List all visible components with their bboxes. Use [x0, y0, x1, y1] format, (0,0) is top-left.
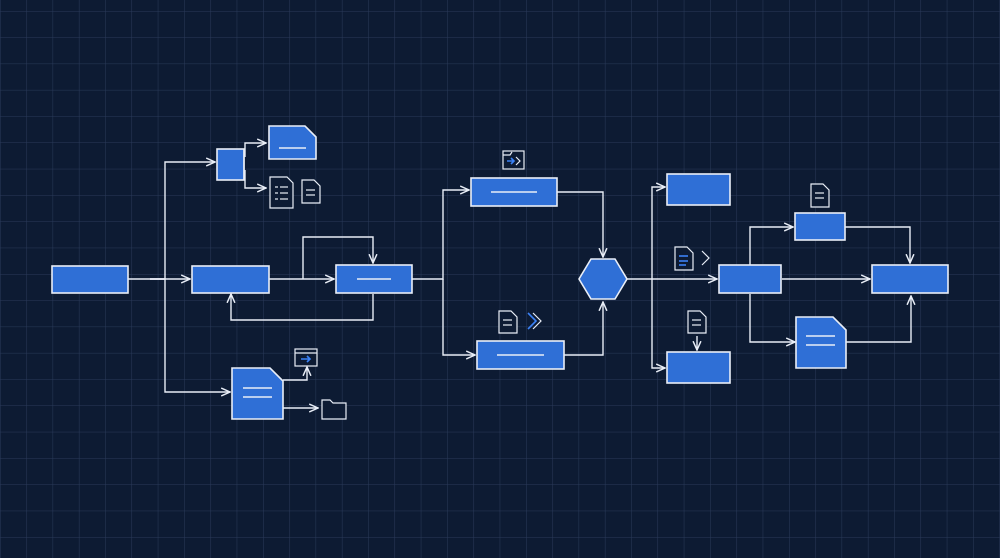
connector: [442, 279, 475, 355]
top-right-small-node[interactable]: [794, 212, 846, 241]
stacked-card-node[interactable]: [216, 148, 245, 181]
connector: [651, 279, 665, 368]
connector: [412, 190, 469, 280]
connector: [651, 187, 665, 279]
connector: [749, 227, 793, 265]
hexagon-merge-node[interactable]: [578, 258, 628, 300]
right-split-node[interactable]: [718, 264, 782, 294]
chevron-right-icon: [527, 312, 542, 330]
connector: [846, 296, 911, 343]
document-text-icon: [498, 310, 518, 334]
loop-process-node[interactable]: [335, 264, 413, 294]
connectors: [128, 143, 911, 408]
upper-doc-node[interactable]: [268, 125, 317, 160]
document-text-icon: [810, 183, 830, 208]
upper-right-node[interactable]: [666, 173, 731, 206]
connector: [749, 294, 795, 342]
lower-right-node[interactable]: [666, 351, 731, 384]
branch-split-node[interactable]: [191, 265, 270, 294]
lower-branch-node[interactable]: [476, 340, 565, 370]
document-text-icon: [674, 246, 694, 271]
start-node[interactable]: [51, 265, 129, 294]
connector: [845, 226, 910, 263]
connector: [244, 170, 266, 188]
connector: [150, 278, 230, 392]
document-text-icon: [301, 179, 321, 204]
lower-doc-node[interactable]: [231, 367, 284, 420]
connector: [557, 191, 603, 257]
connector: [231, 294, 374, 321]
end-node[interactable]: [871, 264, 949, 294]
file-arrow-icon: [502, 150, 525, 170]
document-text-icon: [687, 310, 707, 334]
connector: [244, 143, 266, 157]
connector: [302, 236, 373, 279]
connector: [283, 367, 307, 381]
folder-export-icon: [294, 348, 318, 367]
folder-icon: [321, 399, 347, 420]
upper-branch-node[interactable]: [470, 177, 558, 207]
document-list-icon: [269, 176, 294, 209]
lower-right-doc-node[interactable]: [795, 316, 847, 369]
connector: [564, 302, 603, 356]
chevron-right-icon: [701, 250, 710, 266]
